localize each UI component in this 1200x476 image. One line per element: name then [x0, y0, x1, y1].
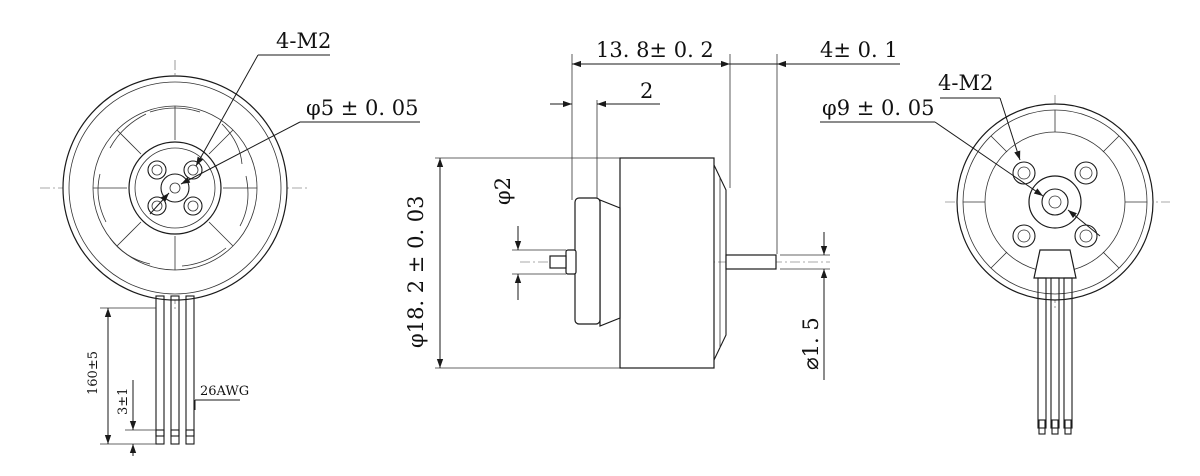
- rear-lead-wires: [1037, 277, 1073, 435]
- lead-length-label: 160±5: [86, 351, 101, 395]
- rear-view: 4-M2 φ9 ± 0. 05: [820, 71, 1170, 435]
- rear-boss-label: φ9 ± 0. 05: [822, 96, 934, 120]
- front-view: 4-M2 φ5 ± 0. 05 160±5 3±1 26AWG: [40, 29, 420, 456]
- shaft-dia-label: ⌀1. 5: [799, 317, 823, 370]
- rear-mounting-holes: [1012, 161, 1098, 248]
- rotor-spokes: [93, 106, 257, 270]
- front-thread-label: 4-M2: [276, 29, 331, 53]
- length-label: 13. 8± 0. 2: [596, 38, 714, 62]
- side-view: 13. 8± 0. 2 4± 0. 1 2 φ2 φ18. 2 ± 0. 03 …: [404, 38, 900, 380]
- diameter-label: φ18. 2 ± 0. 03: [404, 195, 428, 348]
- lead-wires: [155, 295, 195, 445]
- rear-thread-label: 4-M2: [938, 71, 993, 95]
- front-shaft-label: φ5 ± 0. 05: [306, 96, 418, 120]
- mounting-holes: [147, 160, 203, 216]
- flange-label: 2: [640, 79, 653, 103]
- strip-length-label: 3±1: [116, 388, 131, 415]
- wire-gauge-label: 26AWG: [200, 384, 249, 399]
- shaft-ext-label: 4± 0. 1: [820, 38, 898, 62]
- small-dia-label: φ2: [491, 177, 515, 205]
